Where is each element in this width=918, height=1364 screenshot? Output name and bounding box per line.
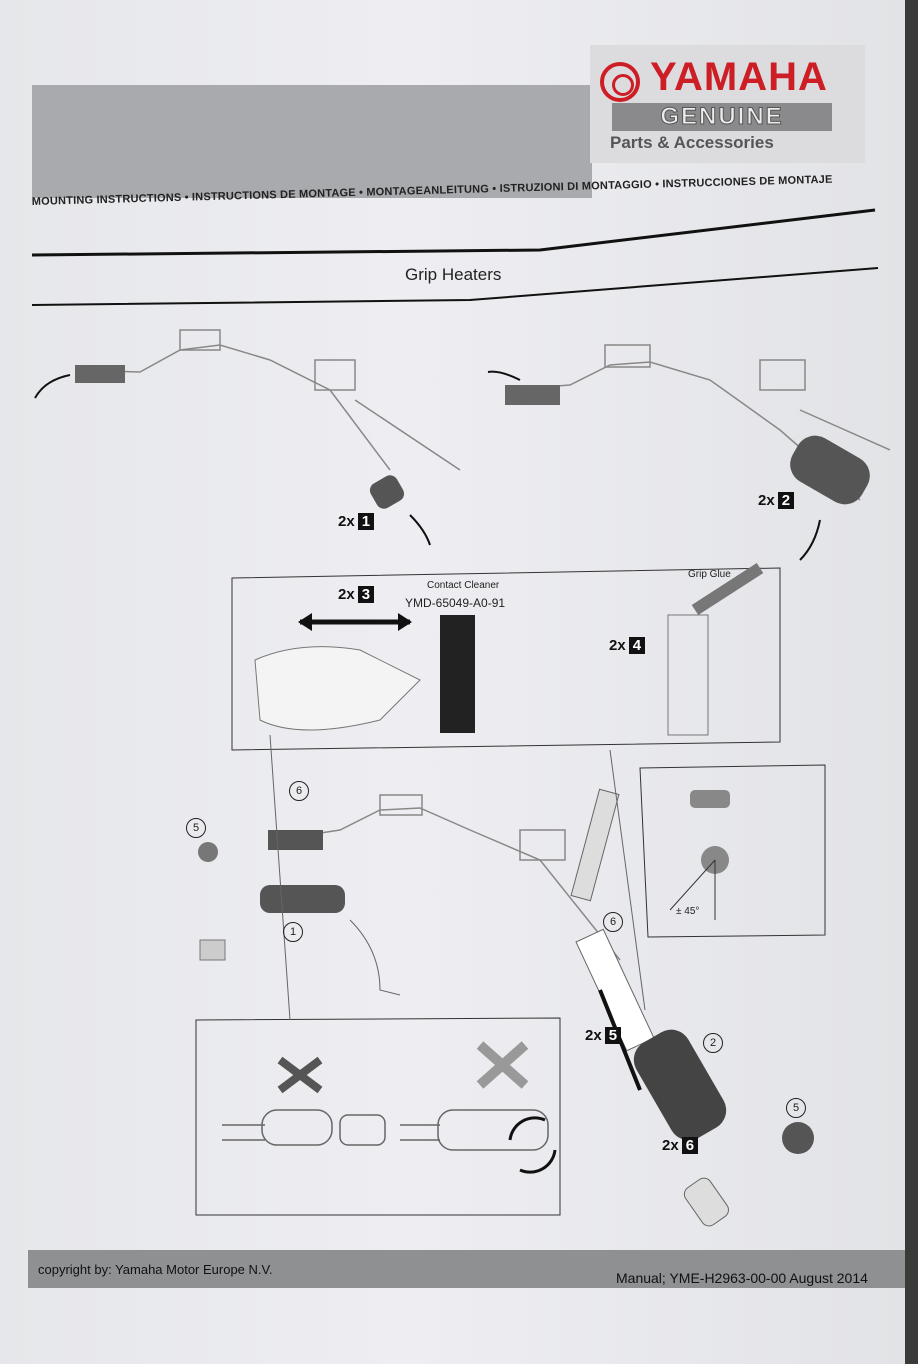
handlebar-drawing-3: [274, 794, 621, 961]
grip-right: [369, 475, 405, 509]
arrow-icon: [799, 519, 821, 561]
heated-grip-left: [260, 885, 345, 913]
wrong-icon: [277, 1056, 323, 1094]
footer-band: copyright by: Yamaha Motor Europe N.V. M…: [28, 1250, 905, 1288]
grip-old: [268, 830, 323, 850]
grip-glue-label: Grip Glue: [688, 569, 731, 580]
grip-end-cap-2: [782, 1122, 814, 1154]
copyright: copyright by: Yamaha Motor Europe N.V.: [38, 1262, 273, 1277]
handlebar-drawing-1: [74, 329, 461, 471]
grip-left: [75, 365, 125, 383]
wrong-icon: [476, 1041, 529, 1089]
glue-tube-2: [570, 788, 620, 902]
handlebar-drawing-2: [504, 344, 891, 501]
bar-end: [199, 939, 226, 961]
cloth-hand-drawing: [254, 646, 421, 731]
manual-id: Manual; YME-H2963-00-00 August 2014: [616, 1270, 868, 1286]
glue-tube: [691, 562, 764, 616]
grip-tube-drawing: [667, 614, 709, 736]
header-band: [32, 85, 592, 198]
callout-6b: 6: [603, 912, 623, 932]
contact-cleaner-label: Contact Cleaner: [427, 580, 500, 591]
callout-5b: 5: [786, 1098, 806, 1118]
angle-label: ± 45°: [676, 906, 700, 917]
divider-title: [31, 267, 879, 306]
callout-5: 5: [186, 818, 206, 838]
callout-6: 6: [289, 781, 309, 801]
callout-2: 2: [703, 1033, 723, 1053]
grip-right-2: [790, 435, 870, 505]
panel-cleaning: [231, 567, 781, 751]
callout-1: 1: [283, 922, 303, 942]
panel-angle: [639, 764, 826, 938]
panel-warnings: [195, 1017, 561, 1216]
yamaha-emblem-icon: [600, 62, 640, 102]
rotate-arrow-icon: [508, 1116, 557, 1174]
heated-grip-right: [633, 1029, 727, 1141]
page-title: Grip Heaters: [405, 265, 502, 284]
yamaha-logo: YAMAHA GENUINE Parts & Accessories: [600, 55, 860, 153]
contact-cleaner-code: YMD-65049-A0-91: [405, 596, 506, 610]
contact-cleaner-can: [440, 615, 475, 733]
arrow-icon: [34, 374, 71, 399]
bar-end-2: [683, 1177, 729, 1227]
motorcycle-icon: [690, 790, 730, 808]
grip-end-cap: [198, 842, 218, 862]
grip-left-2: [505, 385, 560, 405]
divider-top: [31, 208, 876, 257]
arrow-icon: [487, 370, 521, 381]
arrow-icon: [409, 514, 431, 546]
